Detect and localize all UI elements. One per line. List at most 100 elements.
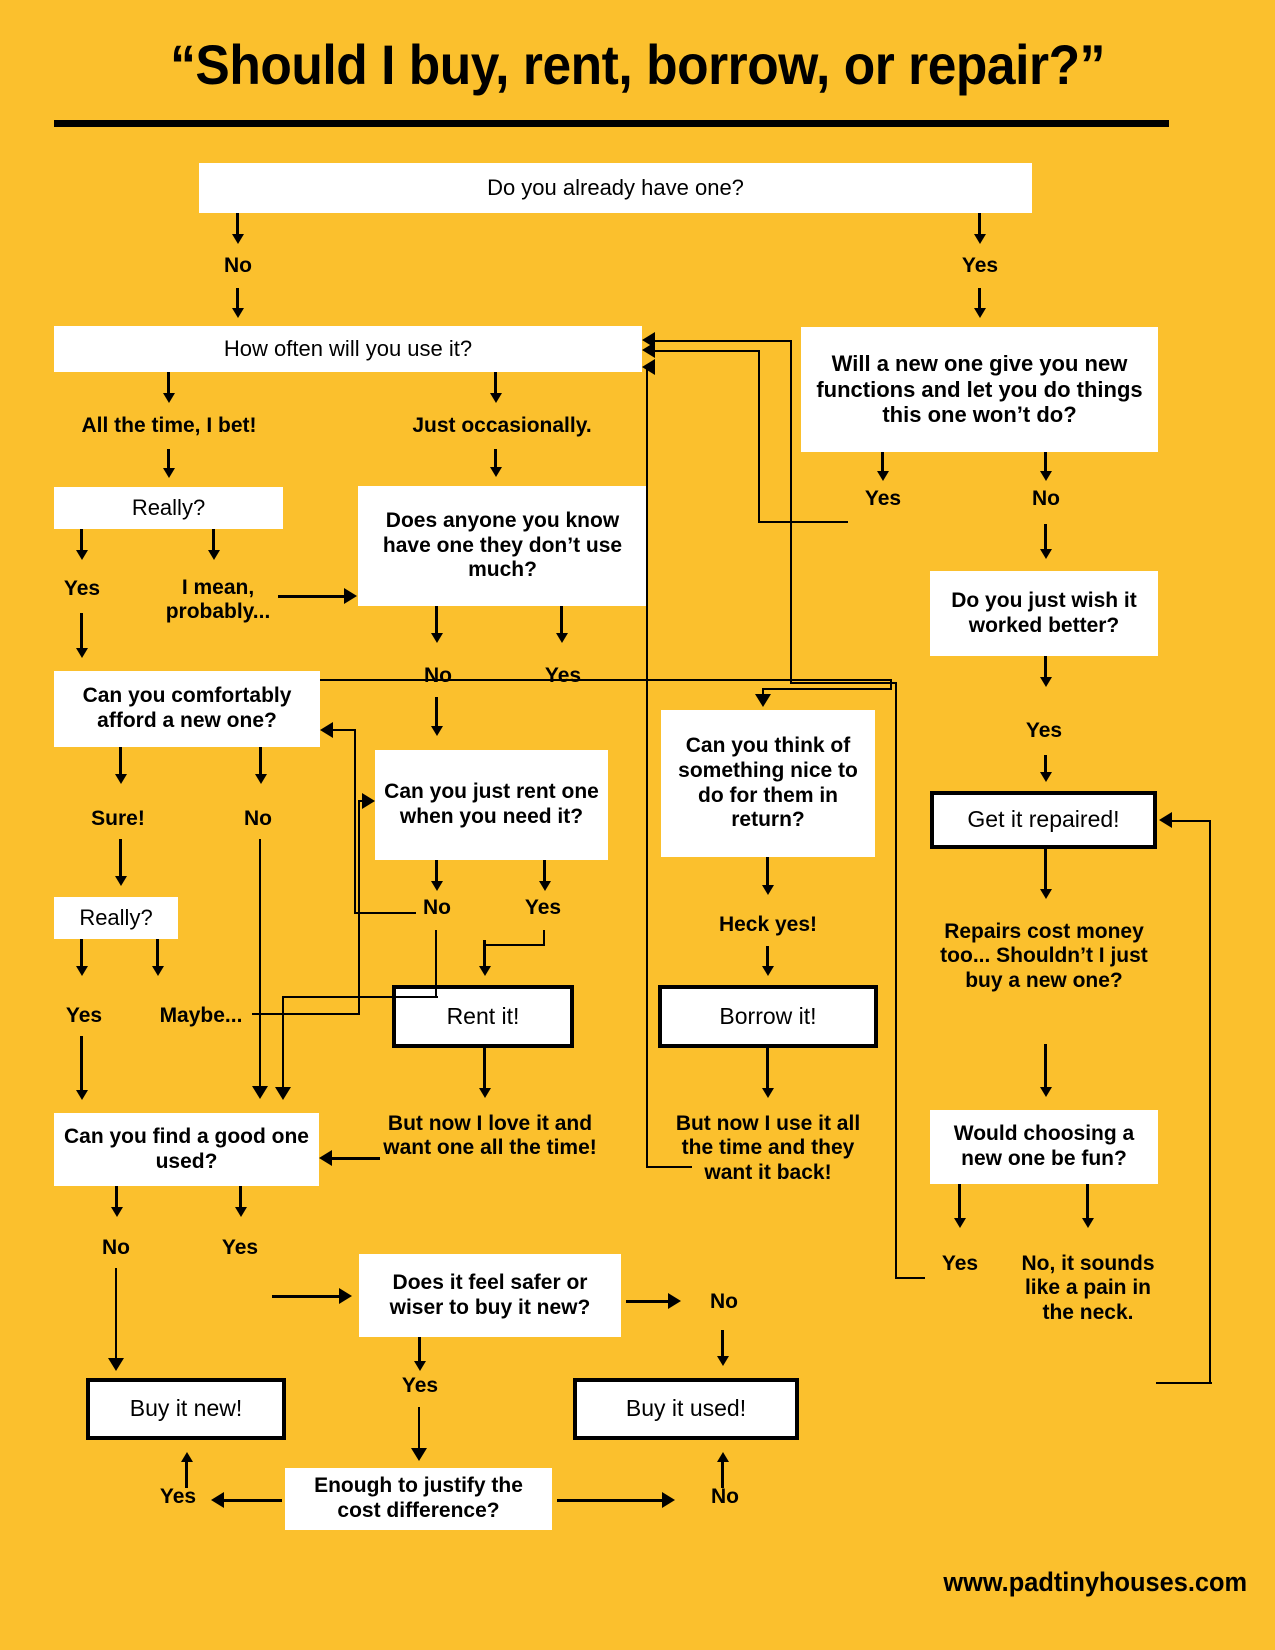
edge-often-occ-stem xyxy=(494,372,497,396)
edge-wish-repaired-stem xyxy=(1044,755,1047,773)
node-have-one[interactable]: Do you already have one? xyxy=(199,163,1032,213)
edge-justifyno-up-arrow xyxy=(717,1452,729,1462)
edge-rentyes-corner-v xyxy=(543,930,545,946)
edge-funyes-v xyxy=(895,682,897,1279)
edge-newfn-no-down-arrow xyxy=(1040,549,1052,559)
edge-funyes-v2 xyxy=(790,340,792,684)
edge-newfn-no-arrow xyxy=(1040,471,1052,481)
node-anyone-know[interactable]: Does anyone you know have one they don’t… xyxy=(358,486,647,606)
edge-newfn-yes-stem xyxy=(881,452,884,474)
node-safer-new[interactable]: Does it feel safer or wiser to buy it ne… xyxy=(359,1254,621,1337)
edge-really1yes-afford-arrow xyxy=(76,648,88,658)
edge-cost-fun-arrow xyxy=(1040,1087,1052,1097)
edge-repaired-cost-arrow xyxy=(1040,889,1052,899)
label-rent-yes: Yes xyxy=(524,896,562,919)
edge-occ-anyone-arrow xyxy=(490,467,502,477)
node-afford-new[interactable]: Can you comfortably afford a new one? xyxy=(54,671,320,747)
edge-rentno-arrow xyxy=(275,1087,291,1100)
node-wish-better[interactable]: Do you just wish it worked better? xyxy=(930,571,1158,656)
edge-affordno-down xyxy=(259,839,261,1089)
edge-really2-yes-arrow xyxy=(76,966,88,976)
node-justify-cost[interactable]: Enough to justify the cost difference? xyxy=(285,1468,552,1530)
edge-anyone-no-down xyxy=(435,697,438,727)
edge-anyone-no-stem xyxy=(435,606,438,634)
node-how-often[interactable]: How often will you use it? xyxy=(54,326,642,372)
edge-newfn-yes-h xyxy=(758,521,848,523)
edge-usealot-h xyxy=(646,1166,692,1168)
node-find-used[interactable]: Can you find a good one used? xyxy=(54,1113,319,1186)
edge-used-no-stem xyxy=(115,1186,118,1210)
label-have-one-yes: Yes xyxy=(961,254,999,277)
edge-maybe-arrow xyxy=(362,793,375,809)
label-used-yes: Yes xyxy=(221,1236,259,1259)
title-divider xyxy=(54,120,1169,127)
label-afford-no: No xyxy=(244,807,272,830)
node-choosing-fun[interactable]: Would choosing a new one be fun? xyxy=(930,1110,1158,1184)
edge-into-afford-v xyxy=(354,729,356,914)
edge-fun-yes-arrow xyxy=(954,1218,966,1228)
node-something-nice[interactable]: Can you think of something nice to do fo… xyxy=(661,710,875,857)
edge-into-afford-arrowhead xyxy=(320,722,333,738)
edge-saferno-down xyxy=(721,1330,724,1358)
label-often-all-time: All the time, I bet! xyxy=(81,414,257,437)
website-url[interactable]: www.padtinyhouses.com xyxy=(943,1567,1247,1597)
node-buy-used[interactable]: Buy it used! xyxy=(573,1378,799,1440)
edge-funyes-h xyxy=(895,1277,925,1279)
node-get-repaired[interactable]: Get it repaired! xyxy=(930,791,1157,849)
edge-cost-fun xyxy=(1044,1044,1047,1090)
edge-usealot-arrow xyxy=(642,359,655,375)
label-used-no: No xyxy=(102,1236,130,1259)
node-borrow-it[interactable]: Borrow it! xyxy=(658,985,878,1048)
edge-safer-yes-arrow xyxy=(414,1361,426,1371)
edge-really1-yes-arrow xyxy=(76,550,88,560)
edge-affordno-down-arrow xyxy=(252,1086,268,1099)
label-really1-maybe: I mean, probably... xyxy=(165,576,271,624)
label-after-rent: But now I love it and want one all the t… xyxy=(383,1112,597,1160)
edge-anyone-yes-h xyxy=(592,679,892,681)
edge-rent-no-arrow xyxy=(431,881,443,891)
edge-saferyes-justify xyxy=(418,1407,420,1451)
edge-usedno-down-arrow xyxy=(108,1358,124,1371)
edge-usealot-v xyxy=(646,366,648,1168)
edge-rentyes-corner-h xyxy=(483,944,545,946)
label-safer-yes: Yes xyxy=(401,1374,439,1397)
node-buy-new[interactable]: Buy it new! xyxy=(86,1378,286,1440)
edge-nice-heck-arrow xyxy=(762,885,774,895)
edge-used-no-arrow xyxy=(111,1207,123,1217)
edge-usedno-down xyxy=(115,1268,117,1360)
edge-haveone-yes-arrow1 xyxy=(974,234,986,244)
edge-used-yes-stem xyxy=(239,1186,242,1210)
edge-rentyes-rentit xyxy=(483,940,486,968)
edge-maybe-v xyxy=(358,800,360,1015)
node-really-2[interactable]: Really? xyxy=(54,897,178,939)
edge-really1-maybe-arrow xyxy=(208,550,220,560)
node-really-1[interactable]: Really? xyxy=(54,487,283,529)
node-just-rent[interactable]: Can you just rent one when you need it? xyxy=(375,750,608,860)
label-afford-sure: Sure! xyxy=(91,807,145,830)
label-justify-yes: Yes xyxy=(159,1485,197,1508)
edge-funno-h xyxy=(1156,1382,1212,1384)
node-new-functions[interactable]: Will a new one give you new functions an… xyxy=(801,327,1158,452)
edge-safer-yes-stem xyxy=(418,1337,421,1363)
edge-used-yes-arrow xyxy=(235,1207,247,1217)
edge-funno-arrowhead xyxy=(1159,812,1172,828)
edge-wish-yes-arrow xyxy=(1040,677,1052,687)
label-rent-no: No xyxy=(423,896,451,919)
edge-rent-no-stem xyxy=(435,860,438,884)
edge-often-alltime-arrow xyxy=(163,393,175,403)
edge-borrow-use xyxy=(766,1048,769,1090)
label-really2-maybe: Maybe... xyxy=(159,1004,243,1027)
label-really1-yes: Yes xyxy=(63,577,101,600)
edge-haveone-no-arrow1 xyxy=(232,234,244,244)
label-wish-yes: Yes xyxy=(1025,719,1063,742)
edge-often-alltime-stem xyxy=(167,372,170,396)
edge-alltime-really-arrow xyxy=(163,468,175,478)
edge-love-used-arrow xyxy=(319,1150,332,1166)
label-fun-yes: Yes xyxy=(941,1252,979,1275)
edge-anyone-yes-arrow xyxy=(755,694,771,707)
node-rent-it[interactable]: Rent it! xyxy=(392,985,574,1048)
edge-usedyes-arrow xyxy=(339,1288,352,1304)
edge-anyone-no-arrow xyxy=(431,633,443,643)
edge-justify-no-arrow xyxy=(662,1492,675,1508)
edge-newfn-yes-arrow xyxy=(877,471,889,481)
